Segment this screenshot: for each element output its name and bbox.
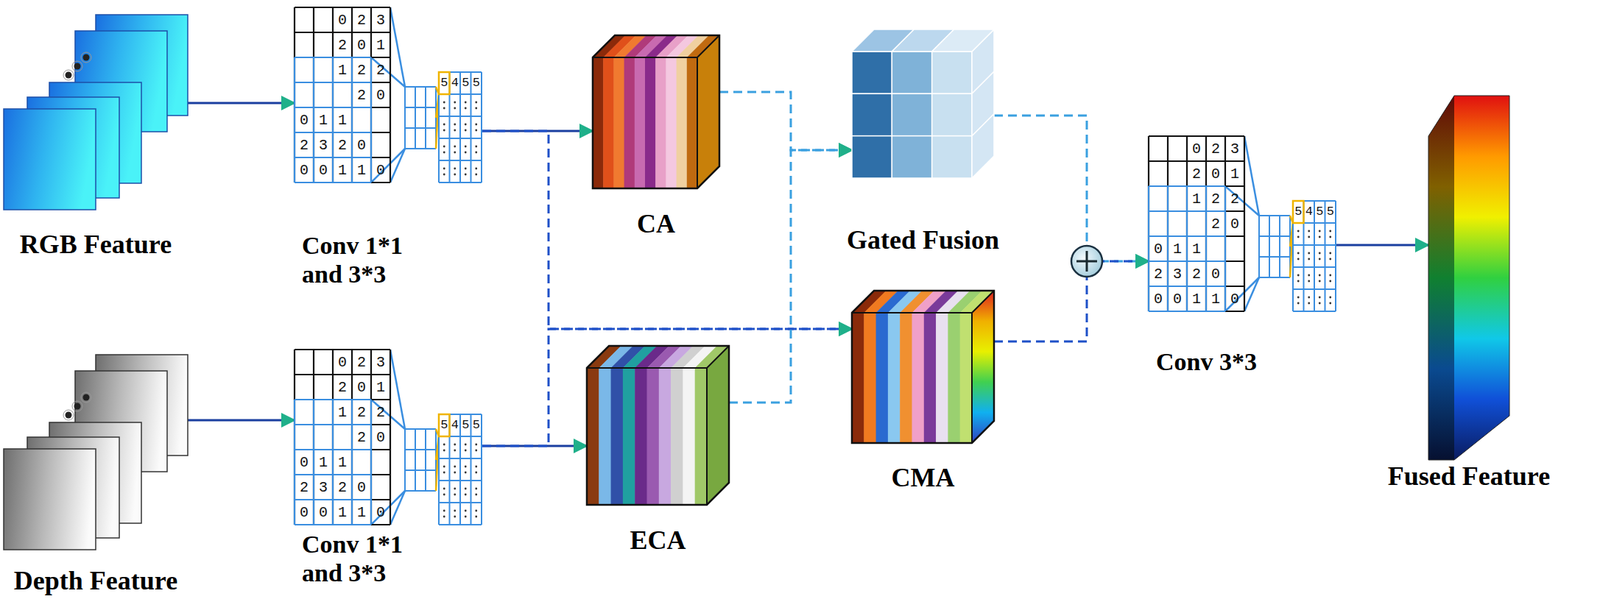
matrix-value: 122 — [337, 61, 396, 79]
connector — [187, 102, 295, 105]
cube-shape — [851, 290, 995, 444]
matrix-value: 5455 — [1294, 204, 1338, 220]
slab-shape — [1428, 95, 1510, 461]
matrix-value: 00110 — [1153, 290, 1250, 308]
node-label: CA — [636, 209, 676, 240]
matrix-value: 5455 — [440, 75, 484, 91]
matrix-value: 201 — [1192, 165, 1250, 183]
conv-block: Conv 3*3023201122200112320001105455 — [1148, 128, 1337, 318]
gated-block: Gated Fusion — [851, 29, 995, 179]
node-label: Conv 3*3 — [1156, 347, 1289, 377]
matrix-value: 2320 — [299, 136, 377, 154]
cube-shape — [592, 35, 720, 189]
gated-shape — [851, 29, 995, 179]
node-label: CMA — [891, 463, 955, 494]
stack-block: RGB Feature — [3, 14, 188, 210]
matrix-value: 122 — [1192, 190, 1250, 208]
cube-block: CMA — [851, 290, 995, 444]
matrix-value: 122 — [337, 404, 396, 422]
connector — [994, 115, 1149, 262]
stack-block: Depth Feature — [3, 354, 188, 554]
node-label: Gated Fusion — [846, 225, 1000, 256]
connector — [1336, 244, 1429, 247]
sum-junction — [1071, 245, 1103, 277]
node-label: ECA — [629, 525, 686, 556]
matrix-value: 20 — [1211, 215, 1250, 233]
node-label: Conv 1*1 and 3*3 — [301, 231, 435, 289]
slab-block: Fused Feature — [1428, 95, 1510, 461]
matrix-value: 20 — [357, 86, 396, 104]
connector — [728, 150, 852, 403]
matrix-value: 023 — [1192, 140, 1250, 158]
connector — [187, 419, 295, 422]
matrix-value: 023 — [337, 354, 396, 372]
connector — [719, 92, 852, 151]
matrix-value: 00110 — [299, 161, 396, 179]
cube-shape — [586, 346, 729, 506]
matrix-value: 5455 — [440, 418, 484, 433]
matrix-value: 20 — [357, 429, 396, 447]
matrix-value: 2320 — [1153, 265, 1231, 283]
matrix-value: 011 — [299, 454, 358, 472]
matrix-value: 201 — [337, 36, 396, 54]
node-label: Fused Feature — [1387, 461, 1550, 492]
connector — [994, 261, 1149, 342]
matrix-value: 2320 — [299, 479, 377, 497]
cube-block: ECA — [586, 346, 729, 506]
node-label: RGB Feature — [19, 229, 172, 260]
node-label: Conv 1*1 and 3*3 — [301, 530, 435, 588]
matrix-value: 011 — [299, 111, 358, 129]
matrix-value: 011 — [1153, 240, 1212, 258]
conv-block: Conv 1*1 and 3*3023201122200112320001105… — [294, 0, 483, 189]
matrix-value: 201 — [337, 379, 396, 397]
matrix-value: 023 — [337, 11, 396, 29]
stack-shape — [3, 14, 188, 210]
matrix-value: 00110 — [299, 504, 396, 522]
node-label: Depth Feature — [13, 566, 178, 597]
stack-shape — [3, 354, 188, 554]
conv-block: Conv 1*1 and 3*3023201122200112320001105… — [294, 342, 483, 527]
cube-block: CA — [592, 35, 720, 189]
